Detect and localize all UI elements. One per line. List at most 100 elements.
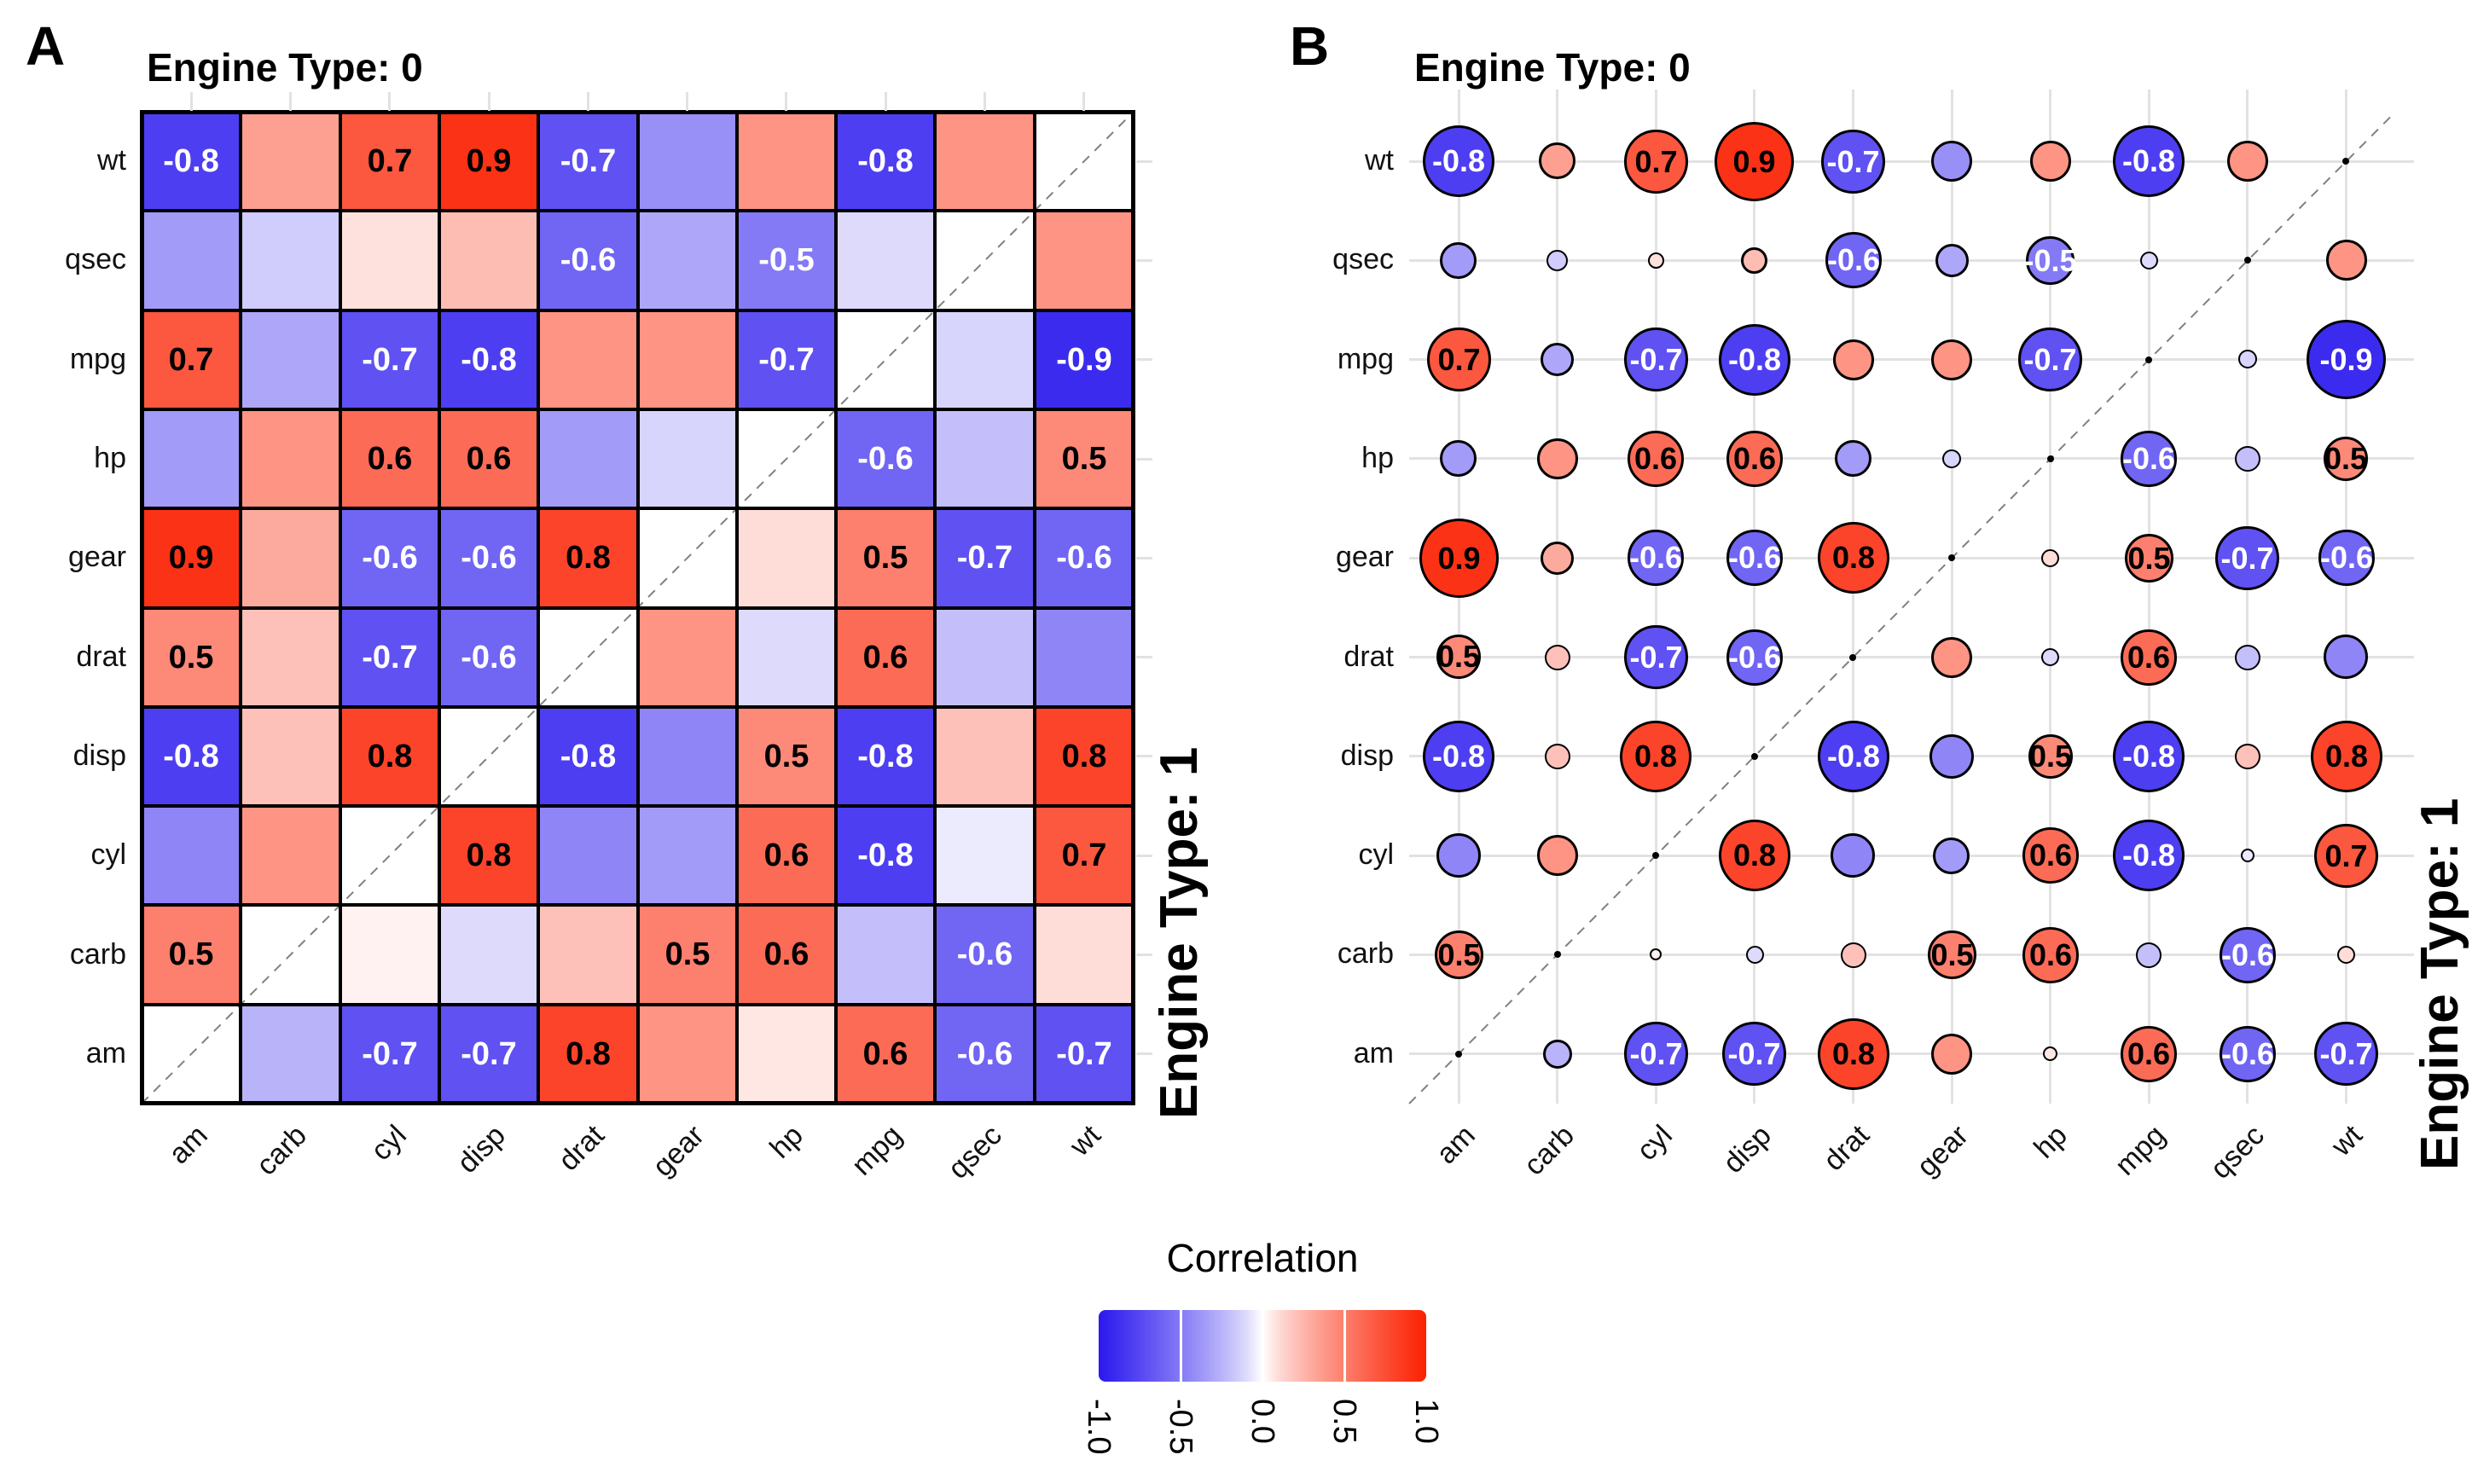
grid-line-vertical [2246,90,2249,1104]
grid-line-horizontal [1409,1052,2414,1055]
cell-value: -0.6 [560,242,617,278]
heatmap-diagonal-cell [538,608,638,707]
cell-value: 0.7 [168,341,214,378]
diagonal-dot [1948,554,1955,561]
diagonal-dot [1652,852,1659,859]
legend-tick-label: 0.0 [1245,1399,1280,1444]
grid-line-horizontal [1409,160,2414,163]
y-axis-label-panel-b: wt [1365,144,1394,177]
grid-stub-right [1136,458,1152,461]
grid-stub-right [1136,557,1152,559]
correlation-bubble [1741,247,1767,274]
correlation-bubble [2227,141,2268,182]
heatmap-cell [935,806,1035,905]
cell-value: 0.6 [367,440,413,477]
grid-stub-right [1136,259,1152,262]
correlation-bubble: 0.5 [2125,534,2173,583]
heatmap-cell [538,409,638,508]
heatmap-cell: 0.8 [439,806,538,905]
heatmap-cell [638,112,737,211]
correlation-bubble: 0.6 [1628,431,1684,487]
correlation-bubble: 0.5 [1928,930,1976,979]
y-axis-label-panel-b: hp [1361,442,1394,474]
cell-value: -0.7 [560,142,617,179]
grid-line-vertical [2049,90,2051,1104]
cell-value: -0.7 [362,341,418,378]
cell-value: 0.8 [1061,738,1107,774]
heatmap-cell [241,508,340,608]
legend-tick-label: 1.0 [1408,1399,1444,1444]
correlation-bubble: -0.7 [2215,526,2279,590]
heatmap-diagonal-cell [935,211,1035,310]
bubble-value: -0.8 [1727,342,1782,377]
heatmap-cell: -0.7 [439,1005,538,1104]
legend-tick-label: 0.5 [1326,1399,1362,1444]
heatmap-cell [638,806,737,905]
bubble-value: 0.6 [2127,1036,2171,1071]
grid-stub-top [190,92,193,111]
cell-value: 0.8 [367,738,413,774]
correlation-bubble [1537,438,1578,479]
bubble-value: -0.8 [1826,739,1881,774]
correlation-bubble [1931,1034,1972,1075]
bubble-value: -0.6 [1826,242,1881,277]
correlation-bubble: -0.7 [1624,328,1688,391]
correlation-bubble [1933,838,1970,874]
heatmap-cell: -0.8 [142,112,241,211]
cell-value: 0.5 [1061,440,1107,477]
cell-value: -0.7 [956,540,1013,576]
heatmap-diagonal-cell [737,409,836,508]
correlation-bubble: 0.8 [1818,522,1889,594]
heatmap-cell [638,211,737,310]
heatmap-cell [638,1005,737,1104]
y-axis-label-panel-a: hp [94,442,126,474]
correlation-bubble [2241,849,2254,862]
bubble-value: -0.5 [2023,242,2077,278]
heatmap-cell: 0.9 [439,112,538,211]
bubble-value: 0.9 [1437,540,1481,576]
grid-line-horizontal [1409,557,2414,559]
bubble-value: 0.5 [1930,936,1974,972]
heatmap-cell: -0.7 [1035,1005,1134,1104]
cell-value: 0.6 [763,837,809,873]
heatmap-cell [737,608,836,707]
cell-value: -0.6 [461,540,517,576]
cell-value: -0.8 [857,142,914,179]
correlation-bubble: -0.7 [2314,1022,2378,1086]
grid-stub-right [1136,656,1152,658]
diagonal-dot [2047,455,2054,462]
bubble-value: 0.5 [1437,936,1481,972]
correlation-bubble [1841,942,1866,968]
legend-tick-label: -0.5 [1163,1399,1198,1455]
bubble-value: -0.8 [2121,739,2176,774]
heatmap-cell [340,211,439,310]
y-axis-label-panel-b: cyl [1358,838,1394,871]
bubble-value: -0.6 [1727,540,1782,575]
cell-value: -0.8 [857,738,914,774]
correlation-bubble [1831,833,1875,878]
correlation-bubble: 0.6 [2121,1026,2177,1082]
cell-value: 0.5 [168,936,214,972]
correlation-bubble [1545,744,1570,769]
cell-value: 0.5 [862,540,908,576]
bubble-value: 0.7 [2324,838,2368,873]
correlation-bubble [1833,339,1874,380]
correlation-bubble: 0.6 [2022,927,2079,983]
correlation-bubble: 0.8 [1818,1018,1889,1090]
bubble-value: 0.8 [1633,739,1678,774]
diagonal-dot [2244,257,2251,264]
bubble-value: 0.6 [1633,441,1678,476]
heatmap-cell [142,211,241,310]
heatmap-cell [935,310,1035,409]
panel-a-facet-title: Engine Type: 0 [147,45,423,90]
heatmap-cell [538,806,638,905]
correlation-bubble: -0.8 [1719,324,1790,396]
grid-stub-right [1136,358,1152,361]
correlation-bubble: 0.5 [1435,930,1483,979]
grid-line-horizontal [1409,358,2414,361]
grid-stub-right [1136,160,1152,163]
bubble-value: 0.5 [2127,540,2171,576]
heatmap-cell: 0.5 [737,707,836,806]
